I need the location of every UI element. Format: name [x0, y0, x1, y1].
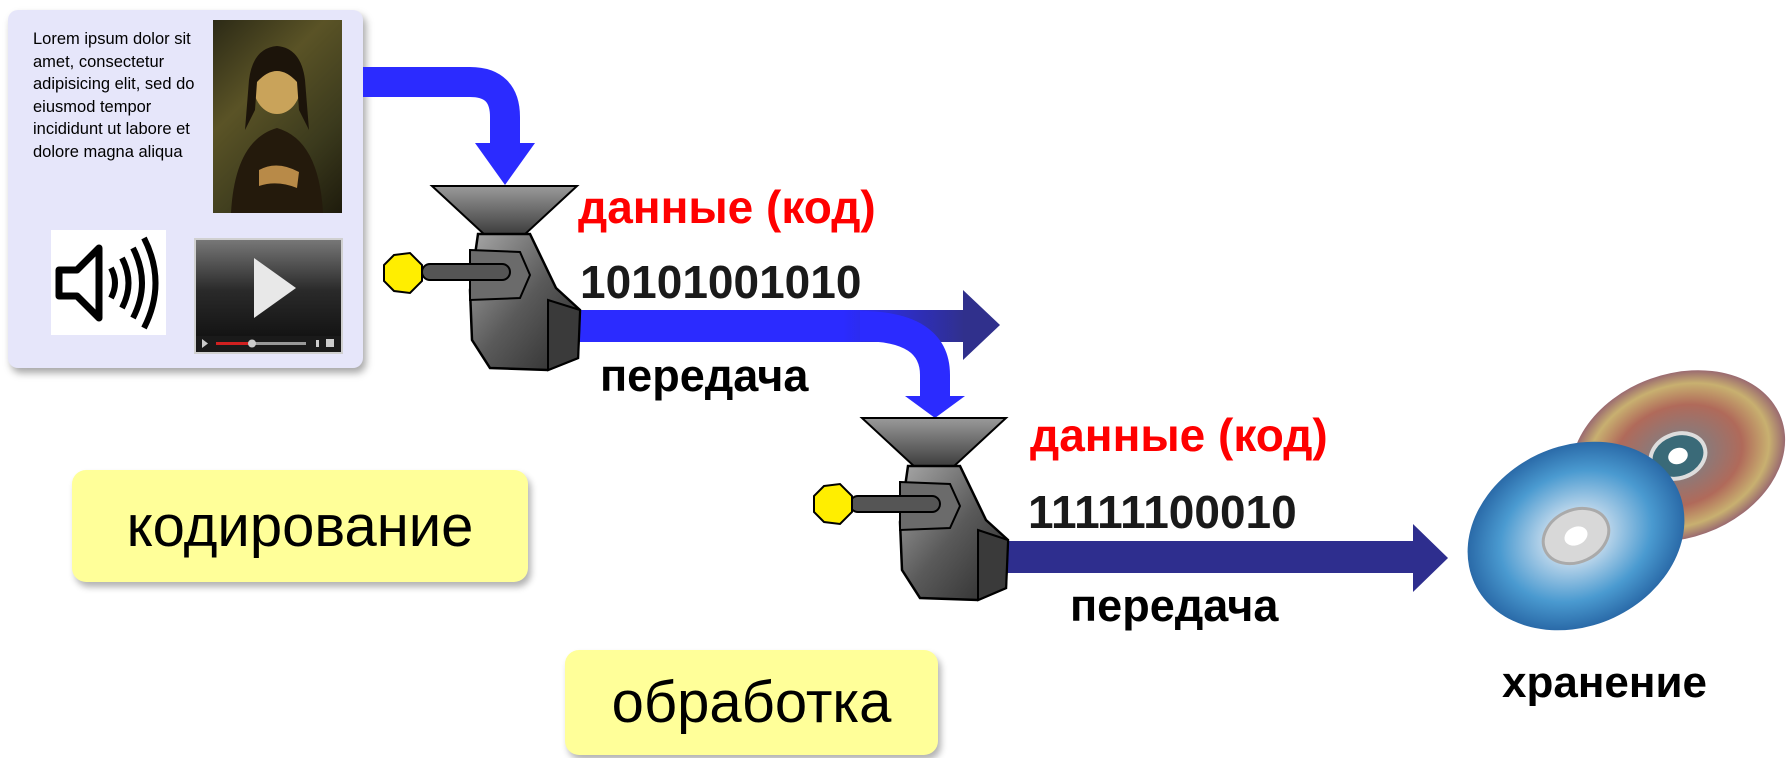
stage2-data-label: данные (код): [1030, 409, 1328, 461]
processor-grinder-icon: [813, 417, 1010, 602]
speaker-icon: [51, 230, 166, 335]
stage1-transfer-label: передача: [600, 350, 809, 401]
stage1-code: 10101001010: [580, 256, 862, 308]
optical-discs-icon: [1460, 368, 1791, 638]
processing-callout-text: обработка: [611, 670, 892, 735]
mona-lisa-painting: [213, 20, 342, 213]
encoding-callout-text: кодирование: [126, 493, 474, 559]
encoder-grinder-icon: [383, 185, 582, 372]
source-text: Lorem ipsum dolor sit amet, consectetur …: [33, 30, 195, 161]
processing-arrow: [859, 311, 965, 418]
encoding-callout: кодирование: [72, 470, 528, 582]
input-arrow: [363, 67, 535, 185]
video-player-icon: [194, 238, 343, 354]
transfer-arrow-2: [995, 524, 1448, 592]
stage2-code: 11111100010: [1028, 486, 1297, 538]
stage2-transfer-label: передача: [1070, 580, 1279, 631]
storage-label: хранение: [1502, 658, 1707, 707]
processing-callout: обработка: [565, 650, 938, 755]
stage1-data-label: данные (код): [578, 181, 876, 233]
